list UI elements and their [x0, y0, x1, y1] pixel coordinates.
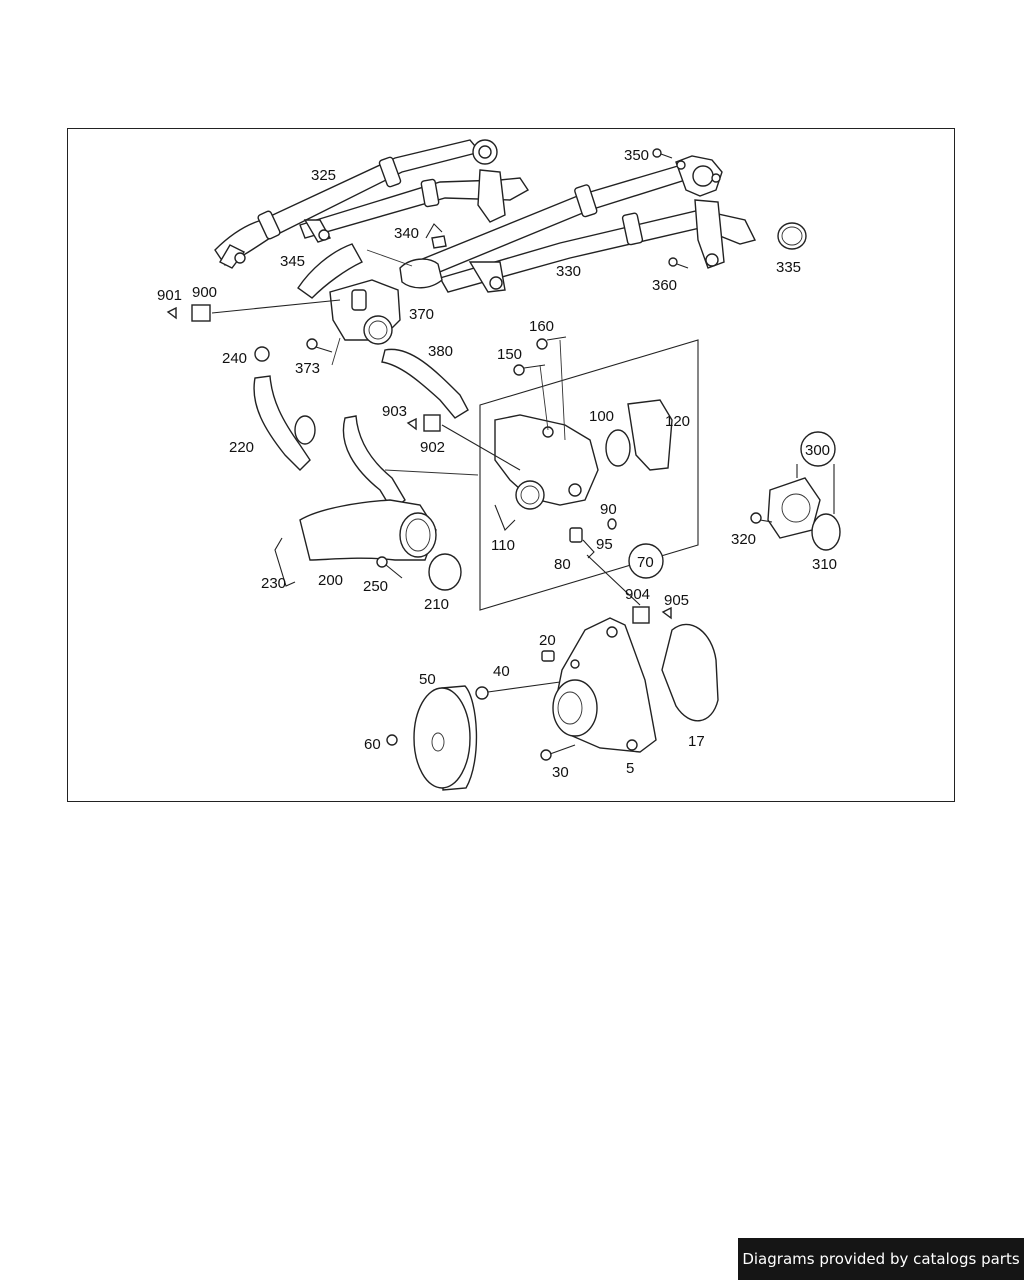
- label-345: 345: [280, 253, 305, 270]
- label-900: 900: [192, 284, 217, 301]
- hose-220: [253, 375, 311, 471]
- sensor-905: [661, 606, 672, 620]
- label-5: 5: [626, 760, 634, 777]
- bolt-40: [475, 681, 561, 700]
- clamp-240: [254, 346, 270, 362]
- label-330: 330: [556, 263, 581, 280]
- sensor-80: [569, 527, 583, 543]
- label-901: 901: [157, 287, 182, 304]
- label-220: 220: [229, 439, 254, 456]
- thermostat-housing-370: [329, 279, 401, 345]
- label-30: 30: [552, 764, 569, 781]
- credit-banner: Diagrams provided by catalogs parts: [738, 1238, 1024, 1280]
- sensor-902: [423, 414, 441, 432]
- label-150: 150: [497, 346, 522, 363]
- label-310: 310: [812, 556, 837, 573]
- label-905: 905: [664, 592, 689, 609]
- clip-110: [494, 504, 516, 531]
- label-70: 70: [637, 554, 654, 571]
- group-outline: [479, 339, 699, 611]
- label-40: 40: [493, 663, 510, 680]
- bolt-373: [306, 338, 333, 353]
- label-320: 320: [731, 531, 756, 548]
- label-50: 50: [419, 671, 436, 688]
- label-250: 250: [363, 578, 388, 595]
- label-380: 380: [428, 343, 453, 360]
- gasket-17: [661, 623, 719, 722]
- label-17: 17: [688, 733, 705, 750]
- bolt-160: [536, 338, 548, 350]
- sensor-903: [406, 417, 417, 431]
- label-60: 60: [364, 736, 381, 753]
- label-230: 230: [261, 575, 286, 592]
- water-pump-5: [552, 617, 657, 753]
- label-80: 80: [554, 556, 571, 573]
- pump-housing: [494, 414, 599, 510]
- label-210: 210: [424, 596, 449, 613]
- bolt-320: [750, 512, 773, 524]
- o-ring-310: [811, 513, 841, 551]
- label-90: 90: [600, 501, 617, 518]
- coolant-pipe-325: [214, 139, 530, 269]
- label-160: 160: [529, 318, 554, 335]
- clip-230: [274, 537, 296, 587]
- sensor-904: [632, 606, 650, 624]
- clip-95: [582, 539, 595, 559]
- bolt-30: [540, 744, 576, 761]
- label-340: 340: [394, 225, 419, 242]
- label-20: 20: [539, 632, 556, 649]
- callout-labels: 325 350 340 345 330 335 360 901 900 370 …: [157, 147, 837, 781]
- label-110: 110: [491, 537, 515, 554]
- o-ring-100: [605, 429, 631, 467]
- callout-circle-70: [628, 543, 664, 579]
- label-360: 360: [652, 277, 677, 294]
- label-335: 335: [776, 259, 801, 276]
- callout-circle-300: [800, 431, 836, 467]
- hose-200-upper: [342, 415, 406, 512]
- label-200: 200: [318, 572, 343, 589]
- label-300: 300: [805, 442, 830, 459]
- bolt-150: [513, 364, 525, 376]
- credit-text: Diagrams provided by catalogs parts: [742, 1250, 1020, 1268]
- dowel-20: [541, 650, 555, 662]
- clip-340: [425, 223, 443, 239]
- label-95: 95: [596, 536, 613, 553]
- hose-345: [297, 243, 363, 299]
- label-240: 240: [222, 350, 247, 367]
- bolt-350: [652, 148, 673, 159]
- label-100: 100: [589, 408, 614, 425]
- label-120: 120: [665, 413, 690, 430]
- bolt-360: [668, 257, 689, 269]
- gasket-120: [627, 399, 673, 471]
- coolant-pipe-330: [399, 155, 757, 293]
- bolt-60: [386, 734, 398, 746]
- o-ring-210: [428, 553, 462, 591]
- label-370: 370: [409, 306, 434, 323]
- label-325: 325: [311, 167, 336, 184]
- bolt-250: [376, 556, 403, 579]
- label-904: 904: [625, 586, 650, 603]
- label-902: 902: [420, 439, 445, 456]
- hose-380: [381, 348, 469, 419]
- leader-lines: [331, 249, 566, 476]
- seal-90: [607, 518, 617, 530]
- label-903: 903: [382, 403, 407, 420]
- sensor-900: [166, 304, 211, 322]
- pulley-50: [413, 685, 478, 791]
- label-350: 350: [624, 147, 649, 164]
- label-373: 373: [295, 360, 320, 377]
